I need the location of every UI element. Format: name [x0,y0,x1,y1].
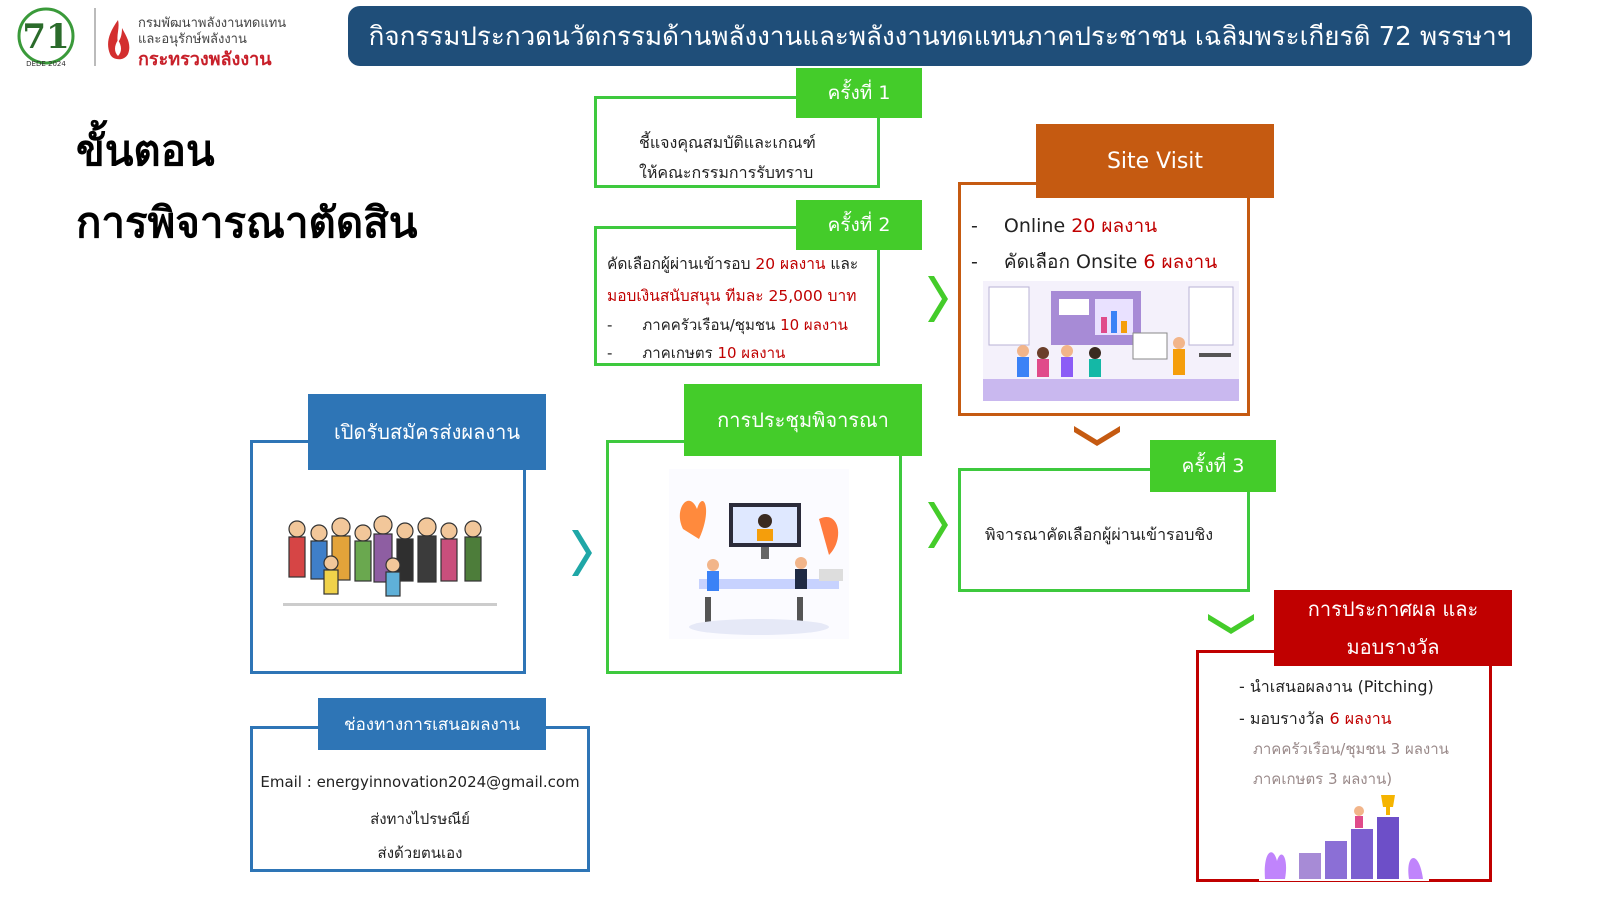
chevron-right-icon [928,502,948,548]
site-visit-online: - Online 20 ผลงาน [971,211,1157,241]
online-label: Online [1003,215,1072,237]
video-meeting-illustration [669,469,849,639]
award-prizes: - มอบรางวัล 6 ผลงาน [1239,707,1392,732]
award-pitching: - นำเสนอผลงาน (Pitching) [1239,677,1434,696]
chevron-right-icon [928,276,948,322]
round2-item1-label: ภาคครัวเรือน/ชุมชน [642,316,781,334]
office-presentation-illustration [983,281,1239,401]
award-box: - นำเสนอผลงาน (Pitching) - มอบรางวัล 6 ผ… [1196,650,1492,882]
round3-text: พิจารณาคัดเลือกผู้ผ่านเข้ารอบชิง [985,525,1214,544]
award-prizes-count: 6 ผลงาน [1329,709,1392,728]
logo-caption: DEDE 2024 [26,60,66,68]
chevron-down-icon [1208,614,1254,634]
org-name-line1: กรมพัฒนาพลังงานทดแทน [138,16,287,31]
round1-line2: ให้คณะกรรมการรับทราบ [639,163,814,182]
award-tag-line2: มอบรางวัล [1346,635,1440,659]
chevron-down-icon [1074,426,1120,446]
round2-item2-label: ภาคเกษตร [642,344,718,362]
apply-box [250,440,526,674]
online-count: 20 ผลงาน [1071,215,1158,237]
ministry-name: กระทรวงพลังงาน [138,49,272,70]
channels-tag: ช่องทางการเสนอผลงาน [318,698,546,750]
bullet: - [607,344,613,362]
bullet: - [971,251,978,273]
meeting-tag: การประชุมพิจารณา [684,384,922,456]
round1-box: ชี้แจงคุณสมบัติและเกณฑ์ ให้คณะกรรมการรับ… [594,96,880,188]
round2-item-household: - ภาคครัวเรือน/ชุมชน 10 ผลงาน [607,313,848,337]
channel-in-person: ส่งด้วยตนเอง [377,844,463,862]
award-prizes-label: - มอบรางวัล [1239,709,1330,728]
round2-line1-end: และ [825,255,859,273]
dede-71-logo: 71 DEDE 2024 [17,7,75,68]
site-visit-tag: Site Visit [1036,124,1274,198]
onsite-label: คัดเลือก Onsite [1003,251,1144,273]
award-tag-line1: การประกาศผล และ [1307,597,1479,621]
round2-line1-text: คัดเลือกผู้ผ่านเข้ารอบ [607,255,756,273]
site-visit-onsite: - คัดเลือก Onsite 6 ผลงาน [971,247,1217,277]
round1-line1: ชี้แจงคุณสมบัติและเกณฑ์ [639,133,816,152]
award-household: ภาคครัวเรือน/ชุมชน 3 ผลงาน [1253,740,1449,758]
bullet: - [607,316,613,334]
channel-email: Email : energyinnovation2024@gmail.com [260,773,580,791]
award-agriculture: ภาคเกษตร 3 ผลงาน) [1253,770,1393,788]
crowd-of-people-illustration [283,515,497,606]
round2-count: 20 ผลงาน [755,255,826,273]
round2-item-agriculture: - ภาคเกษตร 10 ผลงาน [607,341,785,365]
page-title-line2: การพิจารณาตัดสิน [76,198,418,247]
award-trophy-illustration [1259,791,1429,881]
chevron-right-icon [572,530,592,576]
round2-line1: คัดเลือกผู้ผ่านเข้ารอบ 20 ผลงาน และ [607,251,858,276]
round1-tag: ครั้งที่ 1 [796,68,922,118]
round3-tag: ครั้งที่ 3 [1150,440,1276,492]
round2-box: คัดเลือกผู้ผ่านเข้ารอบ 20 ผลงาน และ มอบเ… [594,226,880,366]
svg-text:71: 71 [22,17,69,57]
header-banner: กิจกรรมประกวดนวัตกรรมด้านพลังงานและพลังง… [348,6,1532,66]
round2-item1-count: 10 ผลงาน [780,316,848,334]
round2-item2-count: 10 ผลงาน [717,344,786,362]
channels-box: Email : energyinnovation2024@gmail.com ส… [250,726,590,872]
round2-tag: ครั้งที่ 2 [796,200,922,250]
channel-post: ส่งทางไปรษณีย์ [370,810,470,828]
round2-funding: มอบเงินสนับสนุน ทีมละ 25,000 บาท [607,287,857,305]
apply-tag: เปิดรับสมัครส่งผลงาน [308,394,546,470]
site-visit-box: - Online 20 ผลงาน - คัดเลือก Onsite 6 ผลงา… [958,182,1250,416]
bullet: - [971,215,978,237]
logo-divider [94,8,96,66]
onsite-count: 6 ผลงาน [1143,251,1218,273]
meeting-box [606,440,902,674]
org-name-line2: และอนุรักษ์พลังงาน [138,32,247,47]
page-title-line1: ขั้นตอน [76,126,215,175]
award-tag: การประกาศผล และ มอบรางวัล [1274,590,1512,666]
ministry-flame-icon [108,20,130,60]
